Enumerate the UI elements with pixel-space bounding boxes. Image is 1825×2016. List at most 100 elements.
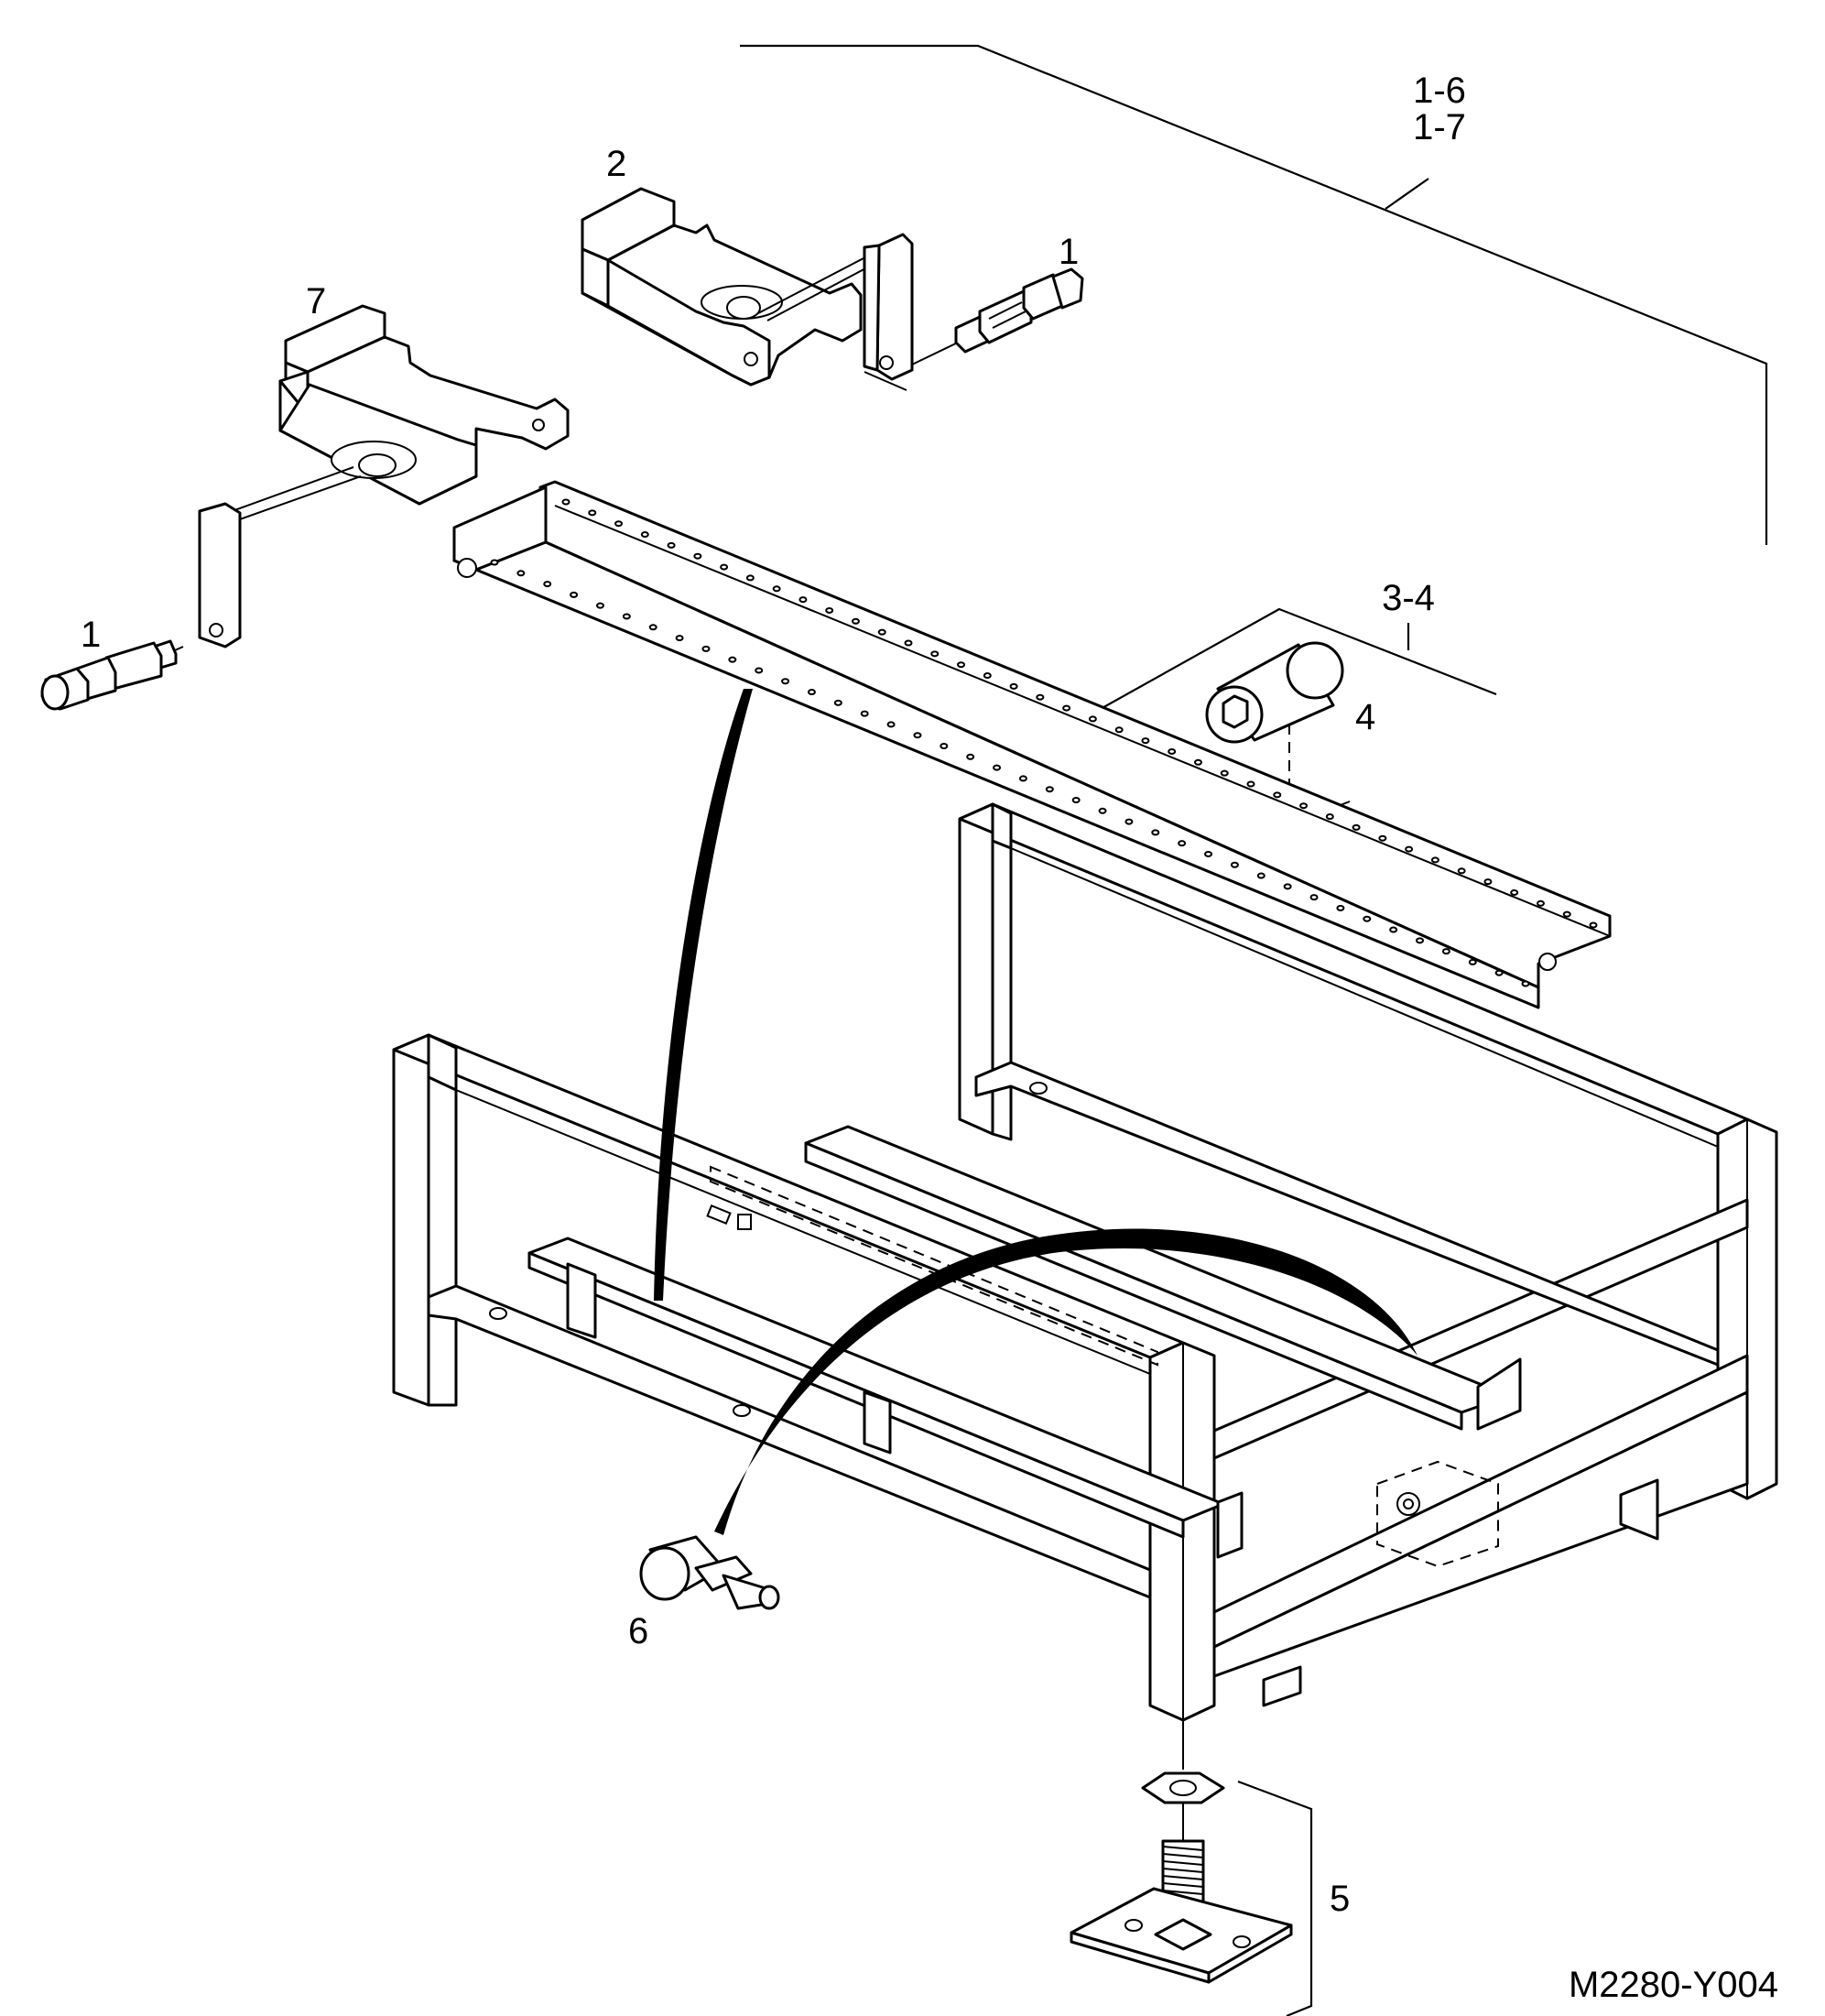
rail-hole xyxy=(1483,878,1493,886)
callout-7: 7 xyxy=(306,281,326,321)
rail-hole xyxy=(1405,845,1414,853)
rail-hole xyxy=(1009,682,1018,690)
rail-hole xyxy=(543,581,552,588)
rail-hole xyxy=(1457,867,1466,875)
rail-hole xyxy=(930,650,940,658)
rail-hole xyxy=(1363,915,1372,922)
rail-hole xyxy=(957,661,966,669)
rail-hole xyxy=(1352,823,1361,831)
rail-hole xyxy=(904,639,913,647)
rail-hole xyxy=(1430,856,1439,864)
rail-hole xyxy=(1124,818,1134,825)
rail-hole xyxy=(833,699,842,706)
drawing-code: M2280-Y004 xyxy=(1569,1965,1778,2005)
rail-hole xyxy=(1246,780,1255,788)
rail-hole xyxy=(728,656,737,663)
callout-4: 4 xyxy=(1355,697,1375,737)
rail-hole xyxy=(1098,807,1107,814)
rail-hole xyxy=(640,531,649,539)
rail-hole xyxy=(667,541,676,549)
rail-hole xyxy=(1114,726,1124,734)
rail-hole xyxy=(1220,769,1229,777)
rail-hole xyxy=(1589,921,1598,929)
rail-hole xyxy=(940,743,949,750)
rail-hole xyxy=(1521,980,1530,987)
rail-hole xyxy=(860,710,869,717)
rail-hole xyxy=(570,591,579,598)
spacer-part-4 xyxy=(1205,641,1344,744)
rail-hole xyxy=(913,732,922,739)
callout-3-4: 3-4 xyxy=(1382,578,1435,618)
thread-line xyxy=(1162,1882,1204,1888)
callout-1-lower: 1 xyxy=(81,615,101,655)
rail-hole xyxy=(622,613,631,620)
rail-hole xyxy=(825,606,834,614)
callout-2: 2 xyxy=(606,144,626,184)
rail-hole xyxy=(1018,775,1027,782)
callout-5: 5 xyxy=(1330,1879,1350,1919)
rail-hole xyxy=(1045,786,1054,793)
thread-line xyxy=(1162,1875,1204,1880)
rail-hole xyxy=(1536,899,1545,907)
bracket-part-2 xyxy=(581,187,914,391)
thread-line xyxy=(1162,1860,1204,1866)
rail-hole xyxy=(1468,958,1477,965)
rail-hole xyxy=(1193,758,1202,766)
rail-hole xyxy=(1273,791,1282,799)
thread-line xyxy=(1162,1846,1204,1851)
rail-hole xyxy=(675,635,684,642)
rail-hole xyxy=(1036,693,1045,701)
rail-hole xyxy=(1071,796,1081,803)
rail-hole xyxy=(1378,834,1387,842)
thread-line xyxy=(1162,1853,1204,1858)
rail-hole xyxy=(1441,948,1450,955)
rail-hole xyxy=(1230,861,1239,868)
callout-1-7: 1-7 xyxy=(1413,107,1466,147)
rail-hole xyxy=(614,520,624,528)
rail-hole xyxy=(1088,715,1097,723)
callout-6: 6 xyxy=(628,1611,648,1651)
rail-hole xyxy=(886,721,896,728)
rail-hole xyxy=(1283,883,1292,890)
rail-hole xyxy=(1299,802,1309,810)
rail-hole xyxy=(1141,737,1150,745)
rail-hole xyxy=(772,585,781,593)
rail-hole xyxy=(490,559,499,566)
rail-hole xyxy=(851,617,860,625)
rail-hole xyxy=(983,672,992,680)
rail-hole xyxy=(1168,747,1177,755)
rail-hole xyxy=(1325,813,1334,821)
callout-labels: 1-6 1-7 2 1 7 1 3-4 4 5 6 xyxy=(81,71,1466,1919)
rail-hole xyxy=(1256,872,1266,879)
rail-hole xyxy=(781,678,790,685)
rail-hole xyxy=(745,574,755,582)
callout-1-6: 1-6 xyxy=(1413,71,1466,111)
callout-1-upper: 1 xyxy=(1059,232,1079,272)
rail-hole xyxy=(807,689,816,696)
rail-hole xyxy=(648,624,657,631)
rail-hole xyxy=(701,645,711,652)
rail-hole xyxy=(1562,910,1571,918)
thread-line xyxy=(1162,1868,1204,1873)
thread-line xyxy=(1162,1890,1204,1895)
rail-hole xyxy=(1494,969,1504,976)
rail-hole xyxy=(798,596,808,604)
bracket-part-7 xyxy=(198,304,570,648)
rail-hole xyxy=(1151,829,1160,836)
leveling-foot-part-5 xyxy=(1070,1720,1293,1984)
rail-hole xyxy=(516,570,526,577)
rail-hole xyxy=(755,667,764,674)
plunger-part-1-upper xyxy=(911,267,1084,365)
rail-hole xyxy=(1416,937,1425,944)
rail-hole xyxy=(1062,704,1071,712)
rail-hole xyxy=(1204,850,1213,857)
rail-hole xyxy=(1510,888,1519,896)
rail-hole xyxy=(1336,904,1345,911)
rail-hole xyxy=(595,602,604,609)
rail-hole xyxy=(561,498,570,506)
rail-hole xyxy=(993,764,1002,771)
stud-part-6 xyxy=(639,1535,780,1610)
rail-hole xyxy=(1309,894,1319,901)
plunger-part-1-lower xyxy=(40,639,184,711)
